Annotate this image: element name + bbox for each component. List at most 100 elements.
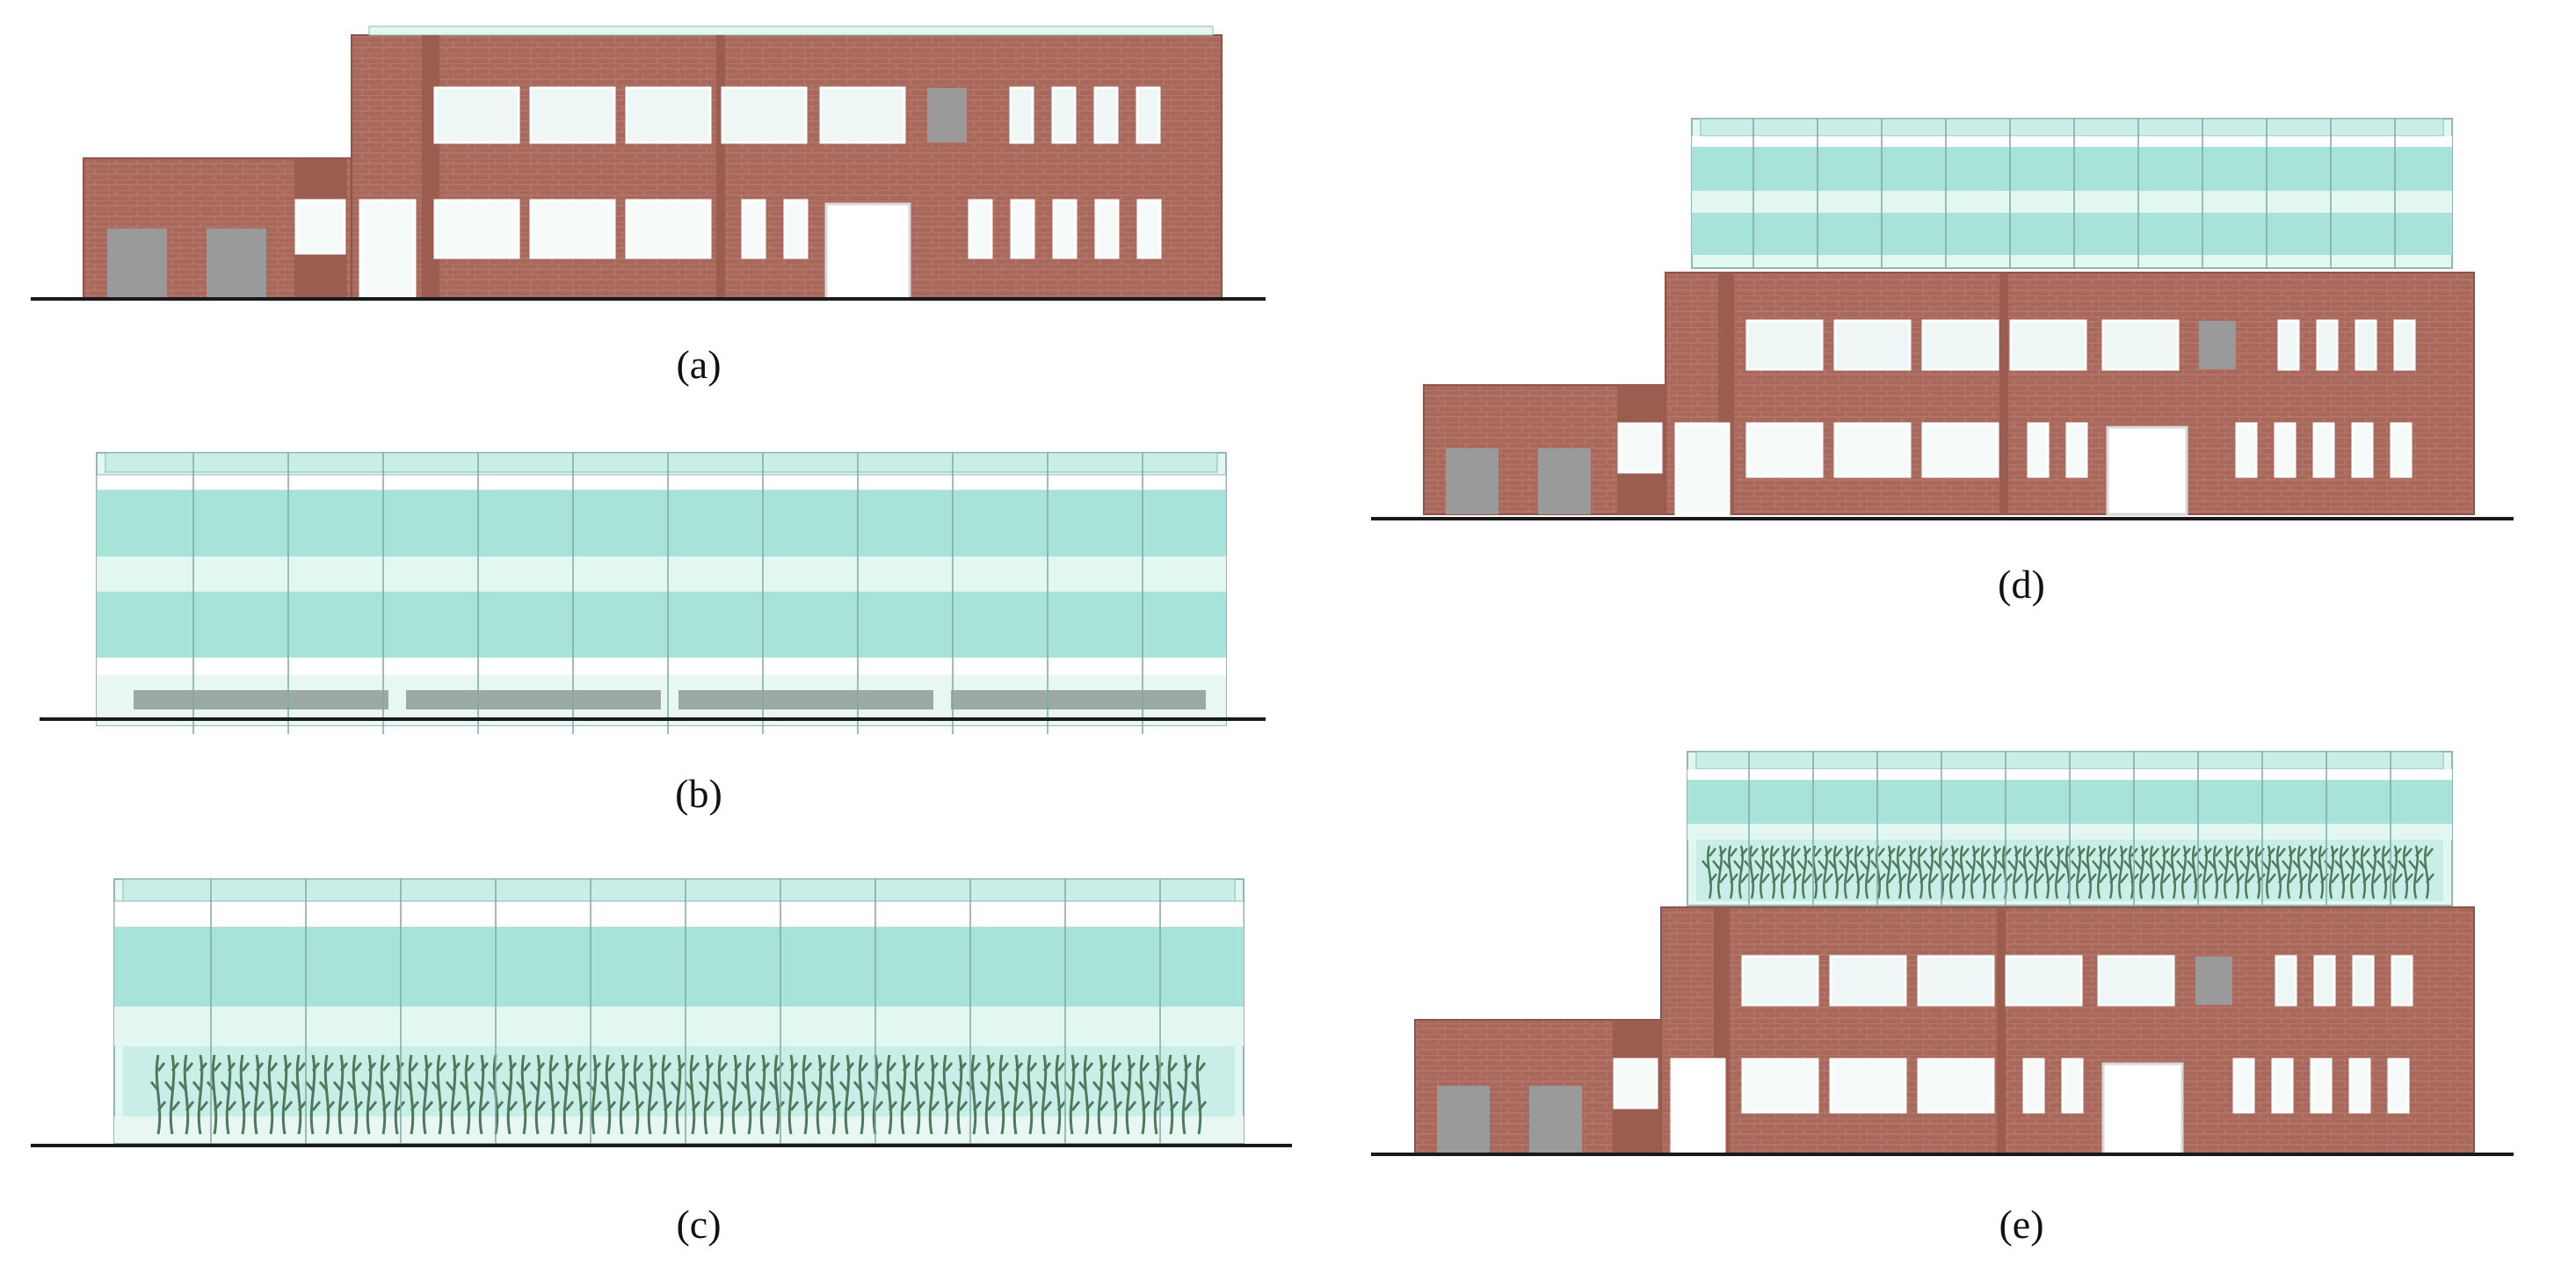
plant-stem	[1733, 845, 1749, 899]
plant-stem	[2229, 845, 2245, 899]
plant-stem	[501, 1054, 519, 1135]
plant-stem	[2398, 845, 2413, 899]
plant-stem	[698, 1054, 715, 1135]
plant-stem	[2039, 845, 2055, 899]
plant-stem	[2081, 845, 2097, 899]
plant-stem	[1796, 845, 1812, 899]
panel-c-greenhouse-with-plants	[31, 878, 1292, 1147]
plant-stem	[613, 1054, 631, 1135]
panel-d-glass-door	[1674, 422, 1731, 516]
plant-stem	[684, 1054, 701, 1135]
plant-stem	[1807, 845, 1823, 899]
plant-stem	[149, 1054, 167, 1135]
plant-stem	[937, 1054, 954, 1135]
plant-stem	[979, 1054, 997, 1135]
panel-b-mullions	[192, 453, 1143, 734]
plant-stem	[1021, 1054, 1039, 1135]
plant-stem	[796, 1054, 814, 1135]
plant-stem	[838, 1054, 856, 1135]
plant-stem	[2071, 845, 2086, 899]
plant-stem	[2419, 845, 2435, 899]
plant-stem	[2144, 845, 2160, 899]
caption-e: (e)	[1999, 1202, 2043, 1247]
plant-stem	[1176, 1054, 1194, 1135]
plant-stem	[1849, 845, 1865, 899]
panel-e-main-entrance	[2101, 1062, 2184, 1155]
panel-d-rooftop-greenhouse	[1371, 118, 2514, 520]
plant-stem	[740, 1054, 758, 1135]
panel-d-main-entrance	[2106, 426, 2188, 516]
plant-stem	[276, 1054, 294, 1135]
plant-stem	[810, 1054, 828, 1135]
plant-stem	[909, 1054, 926, 1135]
plant-stem	[262, 1054, 279, 1135]
plant-stem	[360, 1054, 378, 1135]
plant-stem	[2260, 845, 2276, 899]
plant-stem	[1839, 845, 1854, 899]
plant-stem	[403, 1054, 420, 1135]
plant-stem	[1162, 1054, 1179, 1135]
plant-stem	[290, 1054, 308, 1135]
panel-a-upper-windows	[433, 86, 1161, 144]
plant-stem	[2408, 845, 2424, 899]
panel-d-lower-windows	[1617, 422, 2413, 478]
plant-stem	[431, 1054, 448, 1135]
plant-stem	[2292, 845, 2308, 899]
plant-stem	[1870, 845, 1886, 899]
plant-stem	[220, 1054, 237, 1135]
plant-stem	[656, 1054, 673, 1135]
panel-e-upper-windows	[1741, 955, 2413, 1007]
panel-e-grey-panel	[2195, 957, 2232, 1005]
plant-stem	[459, 1054, 476, 1135]
plant-stem	[1063, 1054, 1081, 1135]
plant-stem	[965, 1054, 983, 1135]
plant-stem	[332, 1054, 350, 1135]
plant-stem	[1976, 845, 1992, 899]
panel-a-garage-door-1	[107, 229, 167, 299]
panel-d-garage-door-1	[1446, 448, 1498, 514]
plant-stem	[1965, 845, 1981, 899]
plant-stem	[445, 1054, 462, 1135]
plant-stem	[1723, 845, 1738, 899]
plant-stem	[1891, 845, 1907, 899]
plant-stem	[318, 1054, 336, 1135]
plant-stem	[1754, 845, 1770, 899]
plant-stem	[599, 1054, 617, 1135]
plant-stem	[248, 1054, 265, 1135]
plant-stem	[1775, 845, 1791, 899]
plant-stem	[1986, 845, 2002, 899]
plant-stem	[417, 1054, 434, 1135]
plant-stem	[2208, 845, 2224, 899]
plant-stem	[2282, 845, 2297, 899]
plant-stem	[163, 1054, 181, 1135]
plant-stem	[2007, 845, 2023, 899]
plant-stem	[2123, 845, 2139, 899]
panel-a-brick-building	[31, 25, 1266, 301]
plant-stem	[1092, 1054, 1109, 1135]
plant-stem	[2113, 845, 2129, 899]
plant-stem	[1078, 1054, 1095, 1135]
plant-stem	[2271, 845, 2287, 899]
plant-stem	[2134, 845, 2150, 899]
plant-stem	[923, 1054, 940, 1135]
plant-stem	[2303, 845, 2318, 899]
plant-stem	[1744, 845, 1760, 899]
plant-stem	[1997, 845, 2013, 899]
panel-e-garage-door-2	[1529, 1086, 1582, 1153]
panel-e-rooftop-greenhouse-with-plants	[1371, 751, 2514, 1156]
plant-stem	[1106, 1054, 1123, 1135]
panel-b-glass-greenhouse	[40, 452, 1266, 734]
plant-stem	[824, 1054, 842, 1135]
plant-stem	[2355, 845, 2371, 899]
plant-stem	[1007, 1054, 1025, 1135]
plant-stem	[1049, 1054, 1067, 1135]
panel-a-grey-panel	[927, 88, 967, 142]
panel-e-glass-door	[1670, 1058, 1726, 1155]
plant-stem	[2166, 845, 2181, 899]
plant-stem	[557, 1054, 575, 1135]
caption-a: (a)	[676, 342, 721, 387]
caption-d: (d)	[1998, 562, 2045, 607]
plant-stem	[304, 1054, 322, 1135]
panel-a-lower-windows	[294, 199, 1162, 259]
